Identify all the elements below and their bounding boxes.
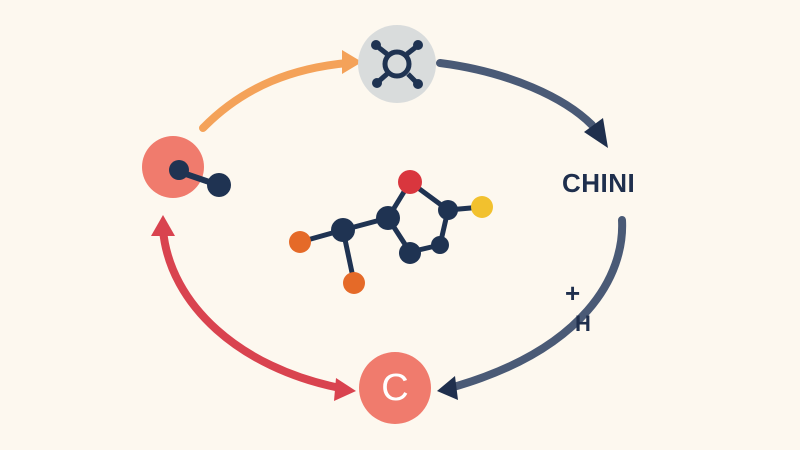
label-chini: CHINI (562, 168, 636, 198)
molecule-structure-icon (289, 170, 493, 294)
arrowhead-bottom-red (334, 378, 356, 401)
bond-pair-icon (169, 160, 231, 197)
node-top (358, 25, 436, 103)
label-h: H (575, 311, 591, 336)
arrowhead-right (584, 118, 608, 148)
label-plus: + (565, 278, 581, 308)
arrow-right-to-bottom (446, 216, 627, 392)
arrowhead-bottom (437, 376, 458, 400)
arrowhead-left (151, 215, 175, 236)
node-bottom (359, 352, 431, 424)
node-bottom-label: C (381, 366, 409, 409)
arrow-top-to-right (436, 59, 596, 129)
node-left (142, 136, 231, 198)
arrow-bottom-to-left (159, 226, 344, 392)
arrow-left-to-top (199, 59, 351, 132)
arrowhead-top (342, 50, 362, 74)
